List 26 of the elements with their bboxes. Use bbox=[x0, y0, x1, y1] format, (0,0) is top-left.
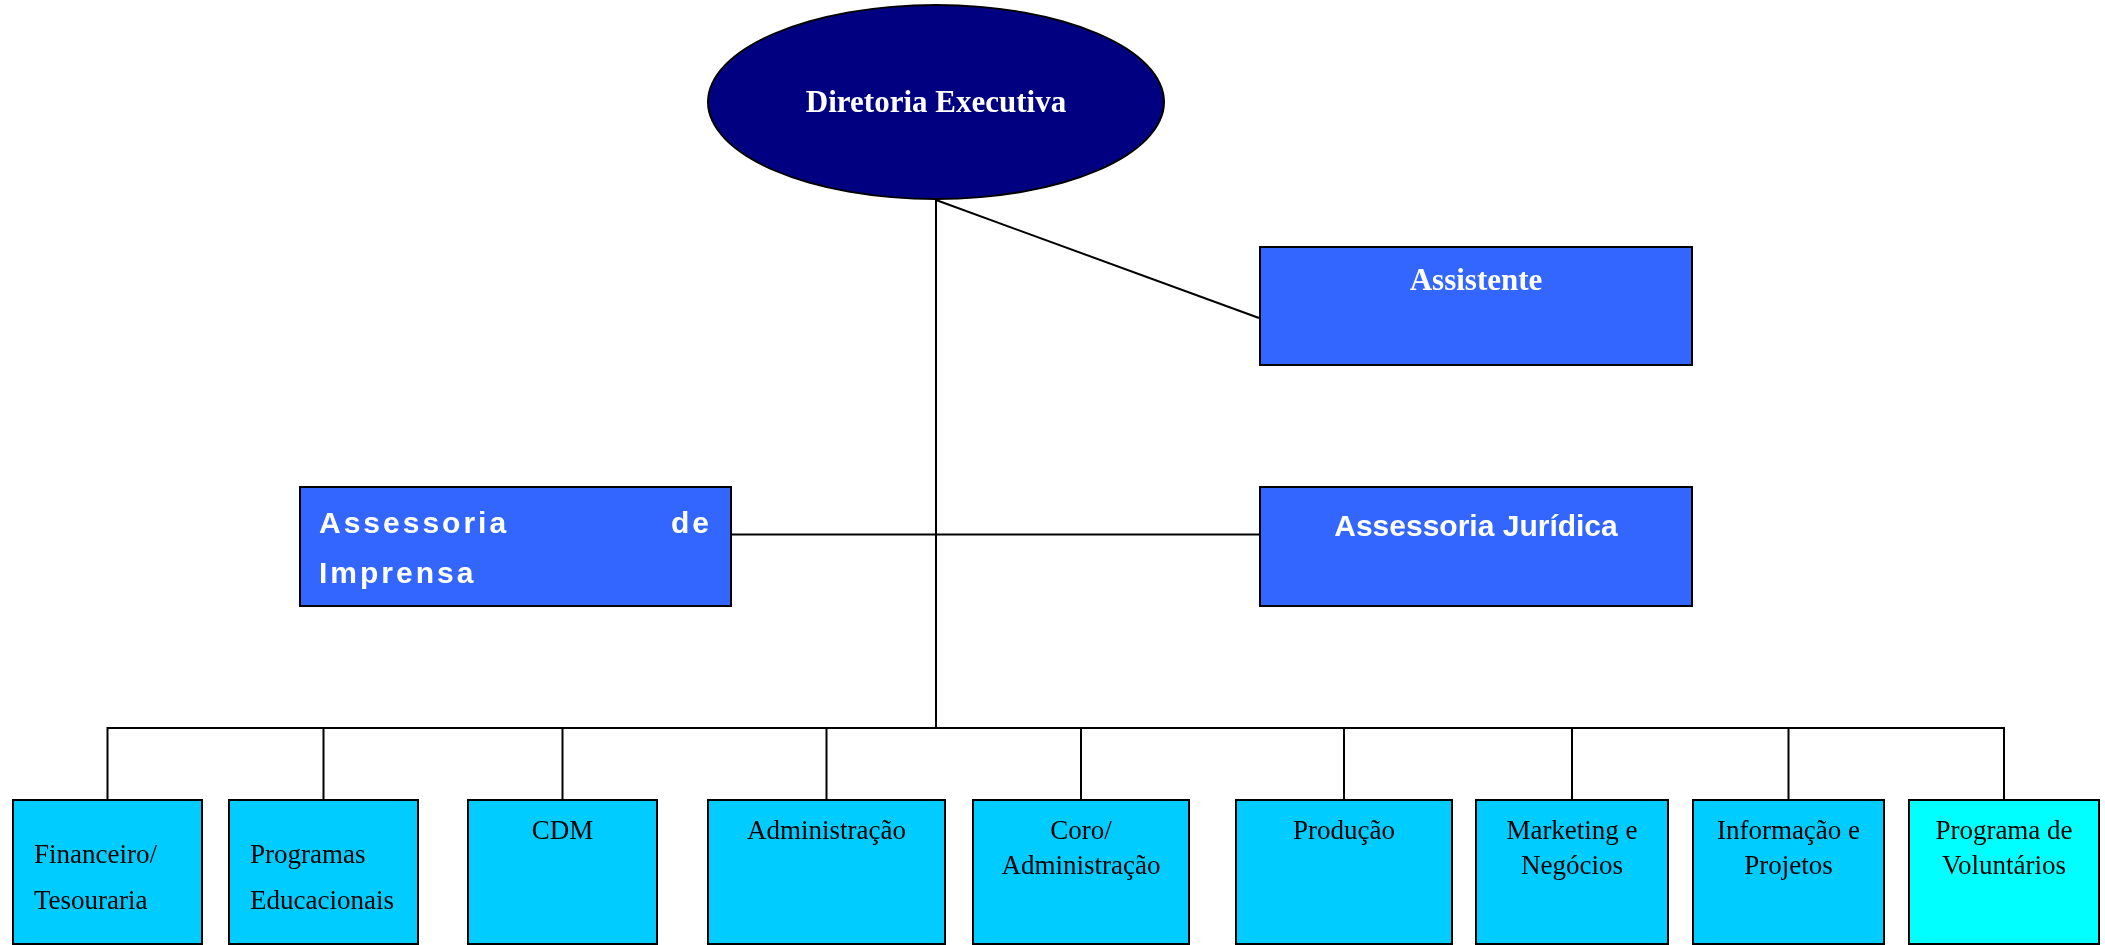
box-label: Marketing e Negócios bbox=[1505, 814, 1639, 882]
box-label: Assessoria de Imprensa bbox=[319, 505, 712, 591]
box-label: Assistente bbox=[1409, 262, 1543, 298]
box-label: Programas Educacionais bbox=[249, 838, 395, 917]
box-label: Produção bbox=[1293, 814, 1395, 847]
department-box bbox=[1908, 799, 2100, 945]
advisory-box bbox=[1259, 486, 1693, 607]
department-box bbox=[1235, 799, 1453, 945]
department-box bbox=[467, 799, 658, 945]
box-label: Diretoria Executiva bbox=[805, 84, 1067, 120]
box-label: Coro/ Administração bbox=[1000, 814, 1162, 882]
department-box bbox=[1692, 799, 1885, 945]
department-box bbox=[228, 799, 419, 945]
connector-line bbox=[935, 199, 1260, 319]
advisory-box bbox=[299, 486, 732, 607]
department-box bbox=[972, 799, 1190, 945]
box-label: Financeiro/ Tesouraria bbox=[33, 838, 158, 917]
box-label: CDM bbox=[531, 814, 594, 847]
box-label: Administração bbox=[747, 814, 906, 847]
department-box bbox=[12, 799, 203, 945]
box-label: Programa de Voluntários bbox=[1934, 814, 2074, 882]
department-box bbox=[1475, 799, 1669, 945]
box-label: Assessoria Jurídica bbox=[1333, 508, 1619, 544]
department-box bbox=[707, 799, 946, 945]
assistant-box bbox=[1259, 246, 1693, 366]
box-label: Informação e Projetos bbox=[1715, 814, 1862, 882]
